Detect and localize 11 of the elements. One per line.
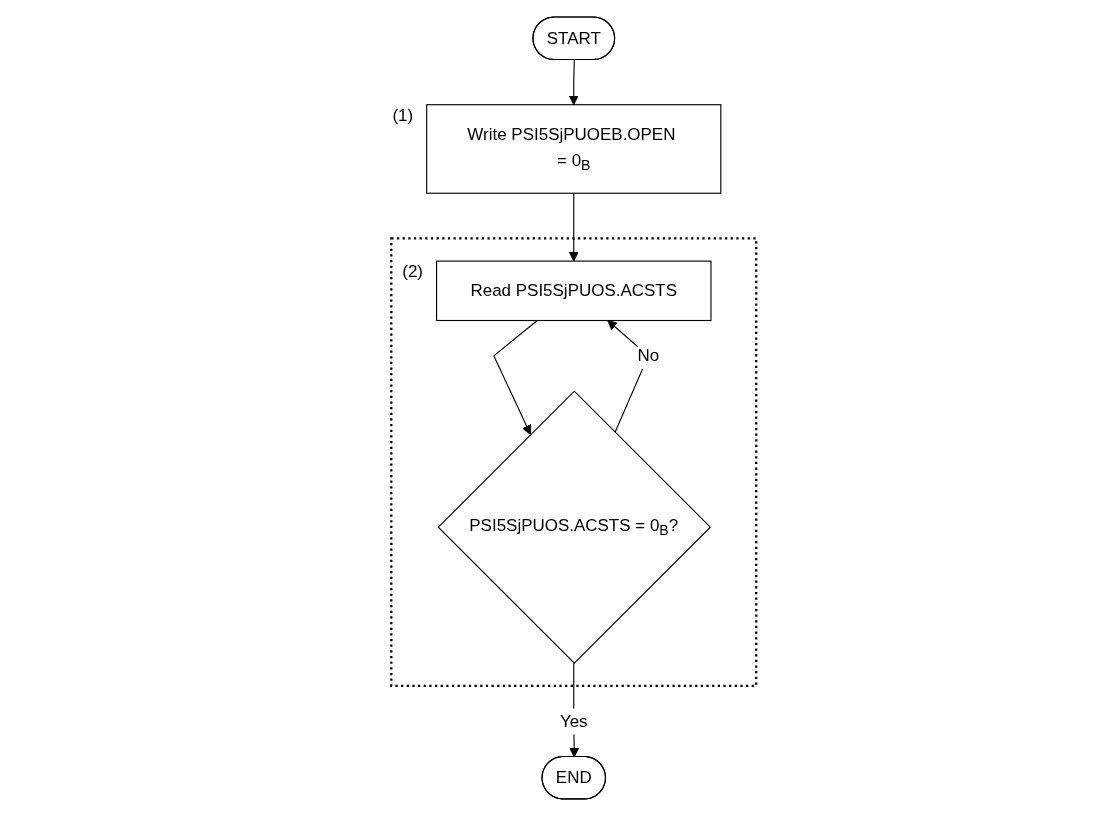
- edge-label: No: [637, 344, 660, 365]
- node-diamond: PSI5SjPUOS.ACSTS = 0$_{B}$?: [437, 389, 712, 664]
- node-box: Write PSI5SjPUOEB.OPEN = 0$_{B}$: [426, 103, 722, 194]
- step-number: (2): [402, 261, 424, 281]
- arrow: [493, 319, 539, 435]
- arrow: [569, 58, 580, 105]
- node-box: Read PSI5SjPUOS.ACSTS: [436, 260, 712, 321]
- arrow: [569, 192, 580, 262]
- step-number: (1): [392, 105, 414, 125]
- cluster: [390, 236, 758, 687]
- edge-label: Yes: [560, 710, 588, 730]
